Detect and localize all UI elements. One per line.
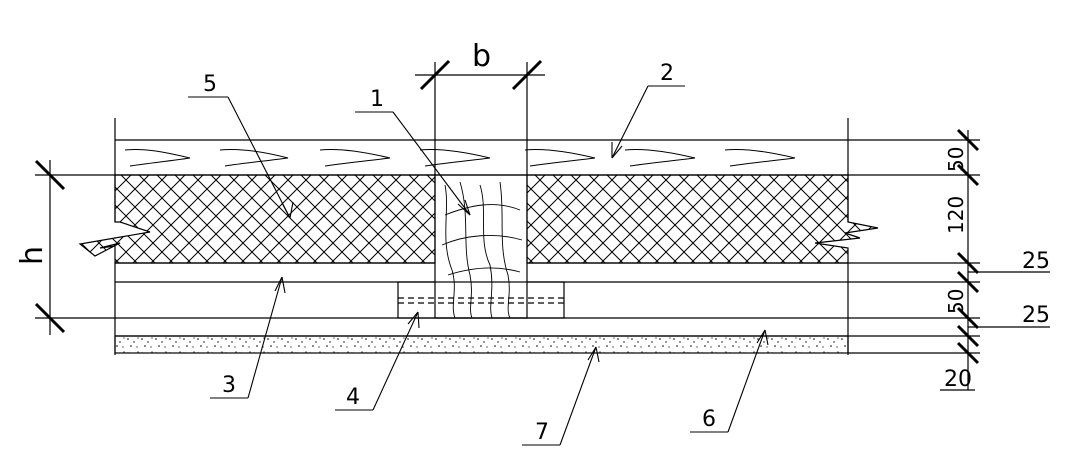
callout-joist: 1	[370, 87, 384, 112]
dim-board-layer-upper: 25	[1022, 249, 1050, 274]
dimension-b	[415, 59, 545, 175]
width-symbol: b	[472, 39, 491, 74]
callout-batten: 4	[346, 385, 360, 410]
callout-leaders	[188, 85, 769, 446]
callout-top-boards: 2	[660, 61, 674, 86]
dimension-h	[34, 159, 115, 335]
dim-top-layer: 50	[944, 147, 968, 172]
dimension-chain-right	[848, 128, 1050, 391]
infill-left	[78, 174, 436, 264]
callout-infill: 5	[203, 72, 217, 97]
board-grain-marks	[124, 149, 796, 167]
dim-batten-layer: 50	[944, 289, 968, 314]
dim-plaster-layer: 20	[944, 367, 972, 392]
joist-grain	[441, 181, 523, 319]
joist	[434, 174, 528, 319]
dim-infill-layer: 120	[944, 196, 968, 234]
lower-board-layer	[114, 262, 849, 318]
callout-plaster: 7	[535, 420, 549, 445]
batten	[397, 281, 565, 319]
section-layers	[78, 118, 879, 355]
infill-right	[526, 174, 879, 264]
dim-board-layer-lower: 25	[1022, 303, 1050, 328]
plaster-layer	[114, 335, 849, 354]
callout-ceiling-boards: 6	[702, 407, 716, 432]
callout-lower-boards: 3	[222, 373, 236, 398]
height-symbol: h	[15, 246, 50, 265]
